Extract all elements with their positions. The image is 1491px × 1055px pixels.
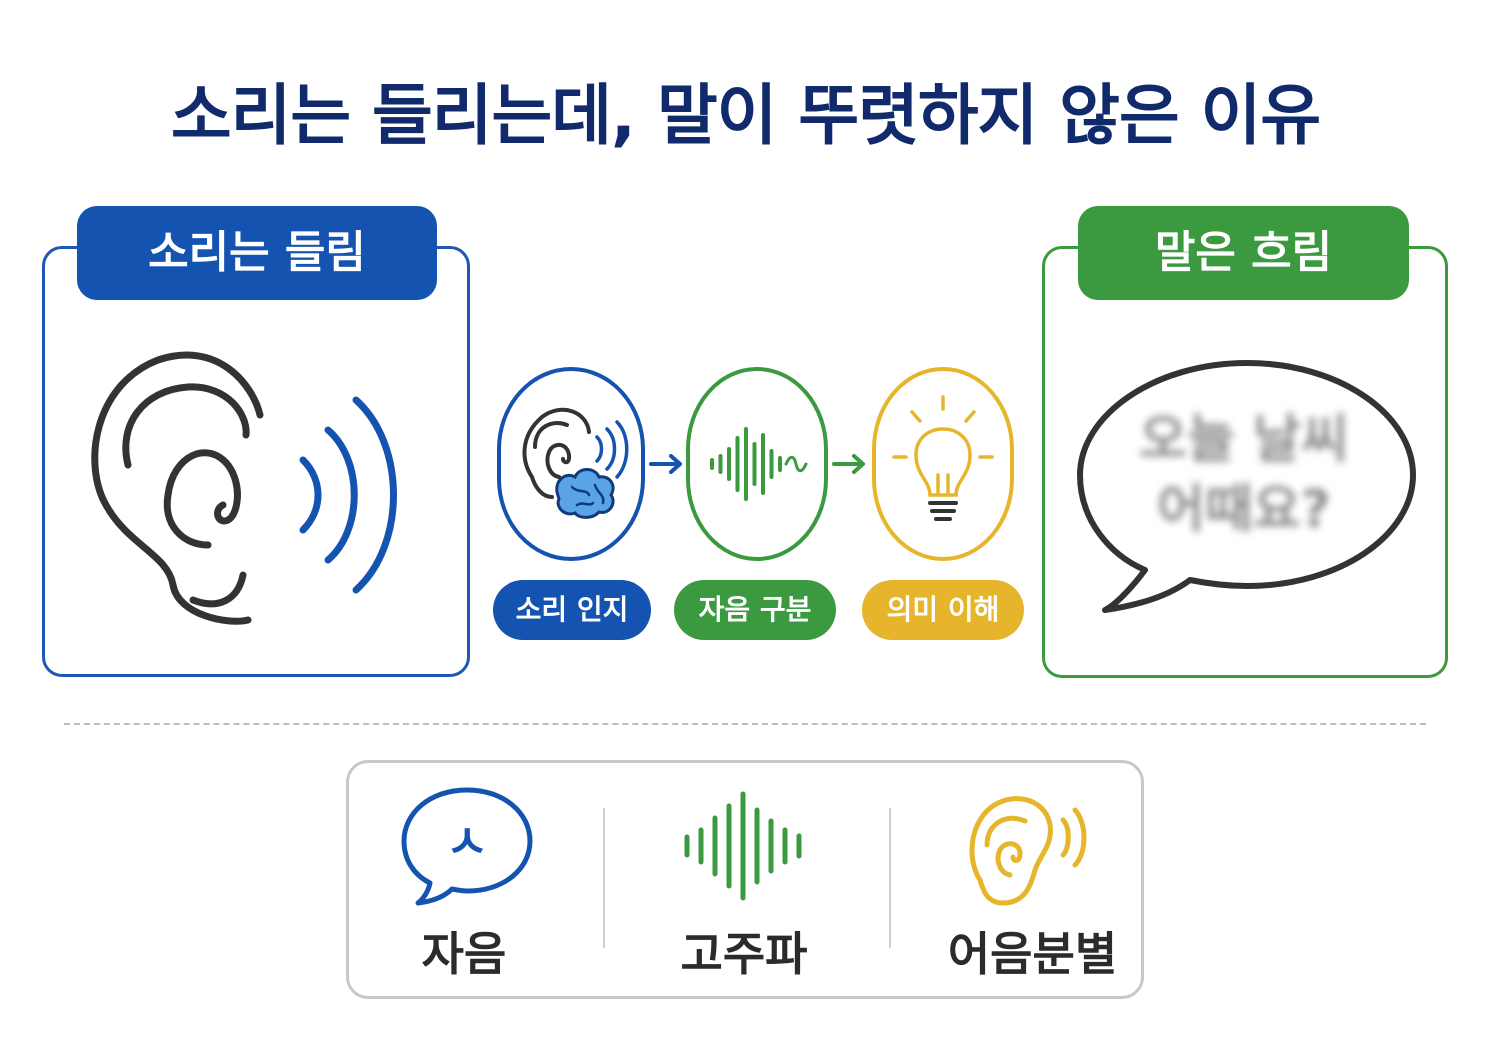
page-title: 소리는 들리는데, 말이 뚜렷하지 않은 이유 — [170, 77, 1321, 154]
legend-separator — [603, 808, 605, 948]
consonant-discrimination-step — [686, 367, 828, 561]
blurred-line: 어때요? — [1157, 480, 1331, 540]
step-label-meaning-understanding: 의미 이해 — [862, 580, 1024, 640]
sound-perception-step — [497, 367, 645, 561]
legend-label-high-frequency: 고주파 — [680, 927, 808, 981]
speech-blurry-tag: 말은 흐림 — [1078, 206, 1409, 300]
blurred-speech-text: 오늘 날씨 어때요? — [1078, 405, 1410, 545]
blurred-line: 오늘 날씨 — [1139, 410, 1349, 470]
speech-bubble-icon — [1077, 360, 1416, 613]
sound-wave-icon — [710, 427, 782, 501]
dashed-divider — [64, 723, 1426, 725]
legend-label-consonant: 자음 — [421, 927, 507, 981]
brain-icon — [555, 468, 615, 519]
step-label-sound-perception: 소리 인지 — [493, 580, 651, 640]
legend-separator — [889, 808, 891, 948]
arrow-right-icon — [649, 454, 682, 474]
sound-wave-icon — [684, 791, 802, 901]
sound-heard-panel — [42, 246, 470, 677]
ear-icon — [969, 796, 1087, 906]
lightbulb-icon — [892, 395, 994, 497]
ear-icon — [522, 407, 591, 499]
sound-heard-tag: 소리는 들림 — [77, 206, 437, 300]
arrow-right-icon — [832, 454, 865, 474]
speech-bubble-icon: ㅅ — [401, 787, 533, 906]
consonant-glyph: ㅅ — [446, 815, 488, 869]
ear-with-sound-icon — [91, 351, 397, 625]
legend-label-speech-discrimination: 어음분별 — [947, 927, 1118, 981]
step-label-consonant-discrimination: 자음 구분 — [674, 580, 836, 640]
legend-box — [346, 760, 1144, 999]
meaning-understanding-step — [872, 367, 1014, 561]
